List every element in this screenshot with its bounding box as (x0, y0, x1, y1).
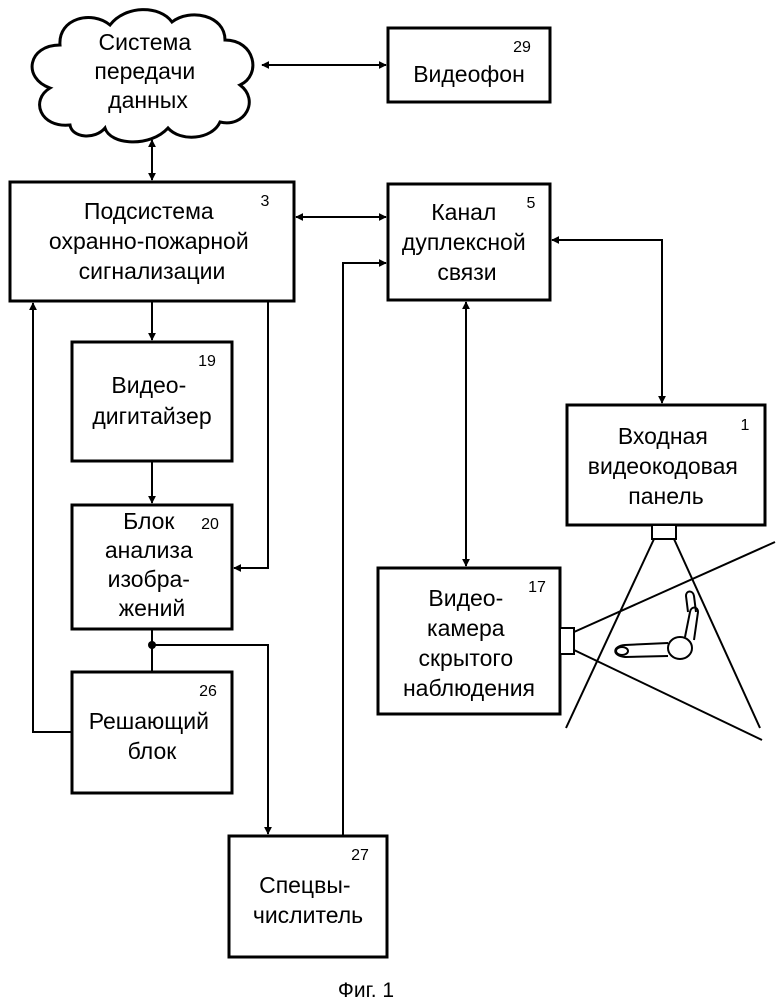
svg-text:Видео- дигитайзер: Видео- дигитайзер (92, 372, 211, 429)
svg-text:Спецвы- числитель: Спецвы- числитель (253, 872, 363, 928)
calculator-label-line-2: числитель (253, 902, 363, 928)
subsystem-label-line-2: охранно-пожарной (49, 228, 249, 254)
block-special-calculator: 27 Спецвы- числитель (227, 834, 389, 959)
block-alarm-subsystem: 3 Подсистема охранно-пожарной сигнализац… (8, 180, 296, 303)
channel-label-line-2: дуплексной (402, 229, 526, 255)
videophone-number: 29 (513, 39, 531, 56)
svg-text:Блок анализа изобр: Блок анализа изобра- жений (105, 508, 199, 621)
analysis-number: 20 (201, 516, 219, 533)
block-videophone: 29 Видеофон (386, 26, 552, 104)
digitizer-number: 19 (198, 353, 216, 370)
block-input-video-code-panel: 1 Входная видеокодовая панель (565, 403, 767, 527)
camera-label-line-4: наблюдения (403, 675, 535, 701)
digitizer-label-line-2: дигитайзер (92, 403, 211, 429)
block-decision: 26 Решающий блок (70, 670, 234, 795)
svg-text:Подсистема охранно-пожар: Подсистема охранно-пожарной сигнализации (49, 198, 255, 284)
subsystem-label-line-1: Подсистема (84, 198, 214, 224)
decision-label-line-1: Решающий (89, 708, 209, 734)
panel-number: 1 (741, 417, 750, 434)
svg-text:Решающий блок: Решающий блок (89, 708, 216, 764)
block-image-analysis: 20 Блок анализа изобра- жений (70, 503, 234, 631)
decision-number: 26 (199, 683, 217, 700)
analysis-label-line-2: анализа (105, 537, 193, 563)
channel-label-line-3: связи (437, 259, 496, 285)
subsystem-number: 3 (261, 193, 270, 210)
cloud-label-line-1: Система (98, 29, 191, 55)
camera-label-line-1: Видео- (428, 585, 503, 611)
analysis-label-line-1: Блок (123, 508, 175, 534)
arrow-subsystem-analysis (233, 301, 269, 572)
block-duplex-channel: 5 Канал дуплексной связи (386, 182, 552, 302)
channel-label-line-1: Канал (431, 199, 496, 225)
svg-text:Система передачи д: Система передачи данных (94, 29, 201, 113)
panel-lens (651, 524, 677, 540)
analysis-label-line-3: изобра- (108, 566, 190, 592)
decision-label-line-2: блок (128, 738, 178, 764)
cloud-data-transmission-system: Система передачи данных (30, 8, 255, 144)
person-figure (614, 590, 700, 660)
analysis-label-line-4: жений (119, 595, 186, 621)
svg-text:Канал дуплексной с: Канал дуплексной связи (402, 199, 532, 285)
subsystem-label-line-3: сигнализации (79, 258, 226, 284)
arrow-channel-panel (551, 236, 666, 404)
block-hidden-camera: 17 Видео- камера скрытого наблюдения (376, 566, 562, 716)
cloud-label-line-2: передачи (94, 58, 195, 84)
panel-label-line-2: видеокодовая (588, 453, 738, 479)
camera-label-line-2: камера (427, 615, 505, 641)
svg-text:Видео- камера скры: Видео- камера скрытого наблюдения (403, 585, 535, 701)
panel-label-line-1: Входная (618, 423, 708, 449)
videophone-label: Видеофон (413, 61, 525, 87)
cloud-label-line-3: данных (108, 87, 188, 113)
camera-number: 17 (528, 579, 546, 596)
arrow-decision-subsystem (29, 302, 72, 733)
figure-caption: Фиг. 1 (338, 979, 394, 1002)
arrow-analysis-calculator (152, 644, 272, 835)
panel-label-line-3: панель (628, 483, 703, 509)
camera-lens (559, 627, 575, 655)
digitizer-label-line-1: Видео- (111, 372, 186, 398)
arrow-calculator-channel (342, 259, 387, 836)
calculator-number: 27 (351, 847, 369, 864)
camera-label-line-3: скрытого (418, 645, 513, 671)
observation-scene (559, 524, 776, 741)
calculator-label-line-1: Спецвы- (259, 872, 350, 898)
channel-number: 5 (527, 195, 536, 212)
block-video-digitizer: 19 Видео- дигитайзер (70, 340, 234, 463)
svg-text:Входная видеокодовая: Входная видеокодовая панель (588, 423, 745, 509)
connectors (29, 61, 666, 836)
